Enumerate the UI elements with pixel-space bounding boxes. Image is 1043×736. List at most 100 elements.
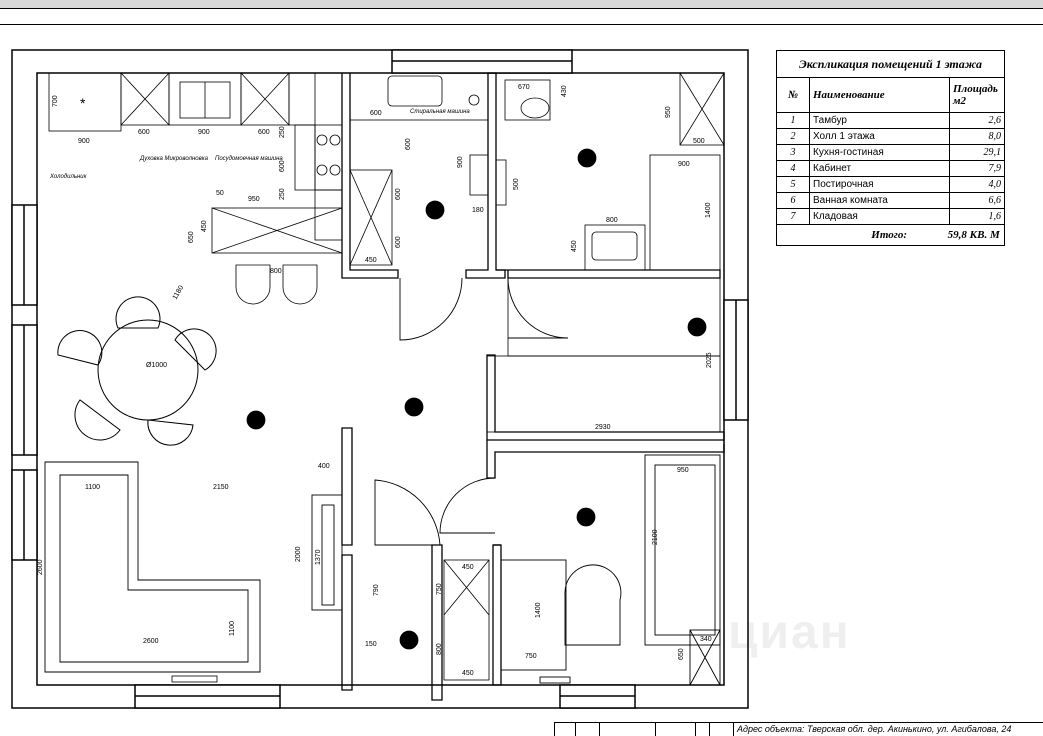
laundry-shelf bbox=[349, 169, 393, 266]
dim-d950b: 950 bbox=[665, 106, 672, 118]
dim-d1370: 1370 bbox=[315, 549, 322, 565]
stamp-cell bbox=[599, 723, 656, 736]
wall-office-top bbox=[486, 440, 725, 479]
label-washer: Стиральная машина bbox=[410, 109, 470, 115]
dining-table bbox=[97, 319, 199, 421]
legend-no: 1 bbox=[777, 112, 810, 129]
legend-no: 5 bbox=[777, 176, 810, 193]
office-cabinet bbox=[689, 629, 721, 686]
chair-2 bbox=[57, 330, 103, 366]
legend-no: 3 bbox=[777, 144, 810, 161]
doors bbox=[374, 277, 569, 546]
dim-d900b: 900 bbox=[198, 129, 210, 136]
entrance-door bbox=[374, 479, 441, 546]
room-3-circle bbox=[246, 410, 266, 430]
stair-lower bbox=[486, 355, 721, 433]
burner-1 bbox=[316, 134, 328, 146]
legend-col-no: № bbox=[777, 78, 810, 113]
shoe-cabinet bbox=[443, 559, 490, 681]
dim-d600e: 600 bbox=[405, 138, 412, 150]
dim-d600a: 600 bbox=[138, 129, 150, 136]
stamp-cell bbox=[709, 723, 734, 736]
bath-cabinet bbox=[649, 154, 721, 271]
desk bbox=[500, 559, 567, 671]
living-furniture bbox=[44, 461, 343, 673]
dim-d250a: 250 bbox=[279, 126, 286, 138]
dim-d600d: 600 bbox=[370, 110, 382, 117]
legend-name: Холл 1 этажа bbox=[809, 128, 950, 145]
dim-d2150: 2150 bbox=[213, 484, 229, 491]
wall-laundry-right bbox=[465, 72, 506, 279]
dim-d340: 340 bbox=[700, 636, 712, 643]
sofa-seat bbox=[59, 474, 249, 663]
wall-hall-left-1 bbox=[341, 427, 353, 546]
dim-d150: 150 bbox=[365, 641, 377, 648]
dim-d750b: 750 bbox=[525, 653, 537, 660]
chair-5 bbox=[147, 419, 194, 446]
dw-x2 bbox=[240, 72, 290, 126]
dim-d650: 650 bbox=[188, 231, 195, 243]
dim-d800c: 800 bbox=[436, 643, 443, 655]
bar-stool-2 bbox=[282, 264, 318, 305]
legend-name: Кухня-гостиная bbox=[809, 144, 950, 161]
corner-cabinet bbox=[288, 72, 316, 126]
dim-d250b: 250 bbox=[279, 188, 286, 200]
legend-area: 2,6 bbox=[949, 112, 1004, 129]
wall-bath-bottom bbox=[496, 269, 721, 279]
legend-area: 6,6 bbox=[949, 192, 1004, 209]
cab-x2 bbox=[689, 629, 721, 686]
burner-4 bbox=[329, 164, 341, 176]
stamp-cell bbox=[575, 723, 600, 736]
total-value: 59,8 КВ. М bbox=[947, 229, 1000, 241]
legend-name: Тамбур bbox=[809, 112, 950, 129]
stove bbox=[314, 124, 343, 191]
bath-sink bbox=[591, 231, 638, 261]
dim-d800a: 800 bbox=[270, 268, 282, 275]
toolbar-strip bbox=[0, 0, 1043, 9]
laundry-door bbox=[399, 277, 463, 341]
legend-no: 4 bbox=[777, 160, 810, 177]
dim-d670: 670 bbox=[518, 84, 530, 91]
dim-d180: 180 bbox=[472, 207, 484, 214]
legend-area: 1,6 bbox=[949, 208, 1004, 225]
island-x2 bbox=[211, 207, 343, 254]
chair-4 bbox=[74, 399, 121, 441]
label-oven: Духовка Микроволновка bbox=[139, 156, 209, 162]
watermark: циан bbox=[728, 606, 851, 659]
room-5: 5 bbox=[431, 203, 439, 218]
legend-col-name: Наименование bbox=[809, 78, 950, 113]
room-6-circle bbox=[577, 148, 597, 168]
room-4-circle bbox=[576, 507, 596, 527]
outer-walls bbox=[11, 49, 749, 709]
dim-d2600b: 2600 bbox=[143, 638, 159, 645]
office-vent bbox=[539, 676, 571, 684]
room-7: 7 bbox=[693, 320, 701, 335]
dim-d450e: 450 bbox=[462, 670, 474, 677]
dim-d600f: 600 bbox=[395, 188, 402, 200]
top-toolbar bbox=[0, 0, 1043, 25]
island bbox=[211, 207, 343, 254]
stamp-cell bbox=[695, 723, 710, 736]
dim-d2000: 2000 bbox=[295, 546, 302, 562]
shower bbox=[679, 72, 725, 146]
dim-d2930: 2930 bbox=[595, 424, 611, 431]
legend-name: Кладовая bbox=[809, 208, 950, 225]
dim-d1100b: 1100 bbox=[229, 621, 236, 636]
room-4: 4 bbox=[582, 510, 589, 525]
room-numbers: 1 2 3 4 5 6 7 bbox=[246, 148, 707, 650]
outer-wall-outline bbox=[11, 49, 749, 709]
dim-d600b: 600 bbox=[258, 129, 270, 136]
oven-x2 bbox=[120, 72, 170, 126]
legend-title: Экспликация помещений 1 этажа bbox=[777, 51, 1004, 78]
bar-stool-1 bbox=[235, 264, 271, 305]
stamp-cell bbox=[655, 723, 696, 736]
bath-door bbox=[507, 277, 569, 339]
dim-d450b: 450 bbox=[365, 257, 377, 264]
dim-d1400b: 1400 bbox=[535, 602, 542, 618]
bed-inner bbox=[654, 464, 716, 636]
fridge-mark: * bbox=[80, 95, 86, 111]
room-2-circle bbox=[404, 397, 424, 417]
tv-stand bbox=[311, 494, 343, 611]
label-fridge: Холодильник bbox=[49, 174, 88, 180]
